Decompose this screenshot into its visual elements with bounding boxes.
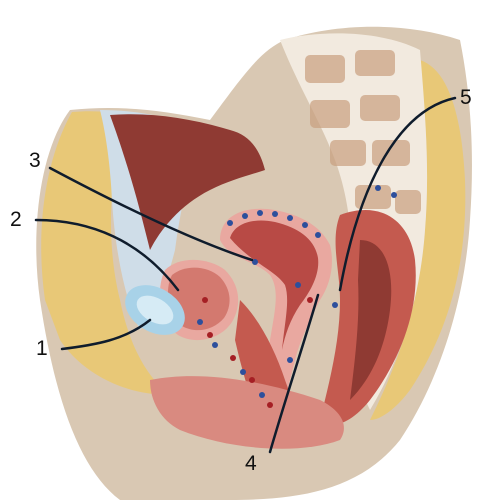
label-1: 1: [36, 338, 48, 359]
label-2: 2: [10, 209, 22, 230]
label-5: 5: [460, 87, 472, 108]
label-4: 4: [245, 453, 257, 474]
label-3: 3: [29, 150, 41, 171]
